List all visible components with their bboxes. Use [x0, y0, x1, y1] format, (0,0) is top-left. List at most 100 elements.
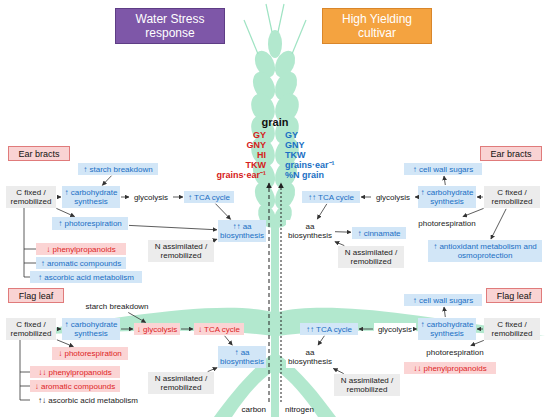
- node-text: C fixed / remobilized: [8, 188, 54, 206]
- pool-box: N assimilated / remobilized: [148, 240, 214, 262]
- node-text: ↑ carbohydrate synthesis: [420, 320, 474, 338]
- node-text: C fixed / remobilized: [8, 320, 54, 338]
- node-text: ↓↓ phenylpropanoids: [413, 364, 486, 373]
- flow-arrow: [415, 197, 417, 198]
- flow-arrow: [121, 329, 133, 330]
- leader-bracket: [20, 340, 30, 400]
- pool-box: C fixed / remobilized: [484, 186, 540, 208]
- node-text: ↑ carbohydrate synthesis: [64, 320, 118, 338]
- section-tag: Ear bracts: [480, 146, 542, 161]
- grain-trait: GY: [285, 130, 355, 140]
- node-text: Ear bracts: [18, 149, 59, 159]
- flow-arrow: [56, 208, 74, 216]
- awn: [266, 4, 272, 32]
- increase-box: ↑ carbohydrate synthesis: [62, 318, 120, 340]
- flow-arrow: [225, 336, 233, 345]
- grain-trait: TKW: [206, 160, 266, 170]
- flow-arrow: [444, 307, 445, 317]
- node-text: C fixed / remobilized: [486, 320, 538, 338]
- node-text: ↑ aa biosynthesis: [220, 348, 264, 366]
- grain-trait: grains·ear⁻¹: [196, 170, 266, 180]
- title-box: Water Stress response: [115, 8, 225, 44]
- node-text: Flag leaf: [19, 291, 54, 301]
- node-text: ↑ cell wall sugars: [413, 296, 473, 305]
- node-text: ↑ TCA cycle: [188, 193, 230, 202]
- node-text: ↓ phenylpropanoids: [46, 245, 115, 254]
- increase-box: ↑↑ TCA cycle: [302, 191, 360, 203]
- flow-arrow: [317, 204, 327, 219]
- decrease-box: ↓ TCA cycle: [194, 323, 244, 335]
- flow-arrow: [359, 329, 373, 330]
- increase-box: ↑ cell wall sugars: [404, 294, 482, 306]
- node-text: aa biosynthesis: [288, 222, 332, 240]
- section-tag: Flag leaf: [486, 288, 542, 303]
- increase-box: ↑ aa biosynthesis: [218, 346, 266, 368]
- flow-arrow: [491, 209, 506, 239]
- increase-box: ↑ ascorbic acid metabolism: [30, 271, 142, 283]
- flow-arrow: [57, 329, 61, 330]
- node-text: ↓↓ phenylpropanoids: [38, 368, 111, 377]
- node-text: Ear bracts: [490, 149, 531, 159]
- increase-box: ↑ carbohydrate synthesis: [62, 186, 120, 208]
- pool-box: C fixed / remobilized: [6, 318, 56, 340]
- decrease-box: ↓↓ phenylpropanoids: [30, 366, 120, 378]
- node-text: aa biosynthesis: [288, 348, 332, 366]
- process-box: glycolysis: [374, 323, 416, 335]
- node-text: glycolysis: [376, 193, 410, 202]
- pool-box: N assimilated / remobilized: [148, 372, 214, 394]
- decrease-box: ↓ glycolysis: [134, 323, 180, 335]
- node-text: ↓ photorespiration: [58, 349, 122, 358]
- node-text: C fixed / remobilized: [486, 188, 538, 206]
- flow-arrow: [333, 368, 343, 373]
- node-text: Flag leaf: [497, 291, 532, 301]
- decrease-box: ↓↓ phenylpropanoids: [404, 362, 496, 374]
- process-box: aa biosynthesis: [286, 346, 334, 368]
- grain-trait: GY: [206, 130, 266, 140]
- flow-arrow: [181, 329, 193, 330]
- flow-arrow: [208, 368, 217, 372]
- pool-box: C fixed / remobilized: [6, 186, 56, 208]
- increase-box: ↑ carbohydrate synthesis: [418, 318, 476, 340]
- increase-box: ↑ cell wall sugars: [404, 163, 482, 175]
- grain-trait: GNY: [206, 140, 266, 150]
- increase-box: ↑↑ TCA cycle: [300, 323, 358, 335]
- node-text: ↓ aromatic compounds: [35, 382, 115, 391]
- node-text: ↑ carbohydrate synthesis: [420, 188, 474, 206]
- node-text: ↑ carbohydrate synthesis: [64, 188, 118, 206]
- node-text: N assimilated / remobilized: [150, 242, 212, 260]
- node-text: ↑↑ aa biosynthesis: [220, 222, 264, 240]
- node-text: ↑↓ ascorbic acid metabolism: [38, 396, 138, 405]
- leader-bracket: [24, 208, 36, 277]
- process-box: photorespiration: [412, 217, 482, 229]
- section-tag: Ear bracts: [8, 146, 70, 161]
- flow-arrow: [57, 197, 61, 198]
- process-box: ↑↓ ascorbic acid metabolism: [30, 394, 146, 406]
- spikelet: [268, 30, 282, 58]
- flow-arrow: [318, 336, 324, 345]
- node-text: ↑ photorespiration: [58, 219, 122, 228]
- node-text: N assimilated / remobilized: [340, 248, 402, 266]
- grain-trait: grains·ear⁻¹: [285, 160, 355, 170]
- flow-arrow: [128, 313, 145, 323]
- increase-box: ↑ starch breakdown: [78, 163, 158, 175]
- awn: [278, 4, 284, 32]
- pool-box: N assimilated / remobilized: [338, 246, 404, 268]
- title-box: High Yielding cultivar: [322, 8, 432, 44]
- node-text: ↓ glycolysis: [137, 325, 177, 334]
- grain-trait: HI: [206, 150, 266, 160]
- node-text: ↑ antioxidant metabolism and osmoprotect…: [430, 242, 540, 260]
- node-text: glycolysis: [134, 193, 168, 202]
- node-text: N assimilated / remobilized: [336, 376, 398, 394]
- section-tag: Flag leaf: [8, 288, 64, 303]
- node-text: Water Stress response: [118, 12, 222, 40]
- increase-box: ↑ TCA cycle: [184, 191, 234, 203]
- node-text: photorespiration: [418, 219, 475, 228]
- node-text: ↑↑ TCA cycle: [306, 325, 352, 334]
- flow-arrow: [102, 176, 111, 186]
- decrease-box: ↓ aromatic compounds: [30, 380, 120, 392]
- node-text: ↑↑ TCA cycle: [308, 193, 354, 202]
- node-text: ↓ TCA cycle: [198, 325, 240, 334]
- grain-label: grain: [235, 116, 315, 128]
